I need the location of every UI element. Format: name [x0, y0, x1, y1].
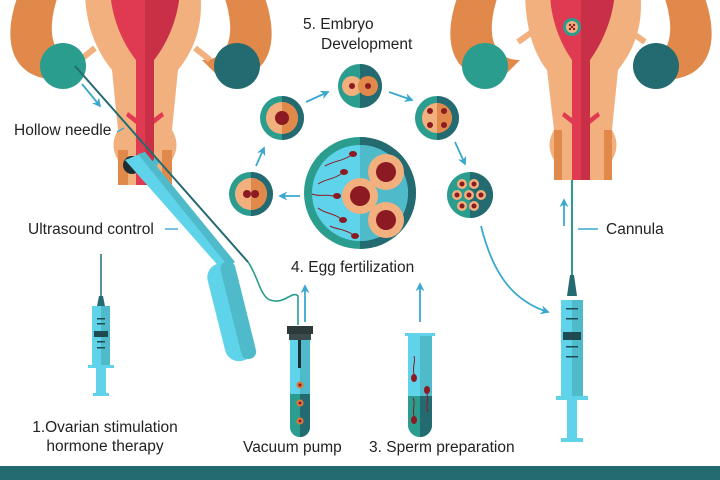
cannula-label: Cannula: [606, 221, 664, 238]
step1-label: 1.Ovarian stimulation hormone therapy: [20, 418, 190, 456]
step4-label: 4. Egg fertilization: [291, 259, 415, 276]
needle-tube: [247, 261, 299, 325]
hollow-needle: [74, 65, 249, 263]
hollow-needle-label: Hollow needle: [14, 122, 112, 139]
embryo-cell-morula: [447, 172, 493, 218]
step3-label: 3. Sperm preparation: [369, 439, 515, 456]
embryo-cell-4cell: [415, 96, 459, 140]
ultrasound-probe-icon: [123, 152, 257, 362]
step5-line2: Development: [321, 36, 413, 53]
uterus-right-icon: [450, 0, 712, 180]
syringe-icon-right: [556, 275, 588, 442]
footer-band: [0, 466, 720, 480]
embryo-cell-2cell: [338, 64, 382, 108]
vacuum-tube-icon: [287, 284, 313, 437]
petri-dish-icon: [304, 137, 416, 249]
hollow-needle-pointer: [116, 127, 125, 133]
needle-direction-arrow: [81, 83, 102, 108]
syringe-icon: [88, 254, 114, 396]
step5-line1: 5. Embryo: [303, 16, 374, 33]
step1-line1: 1.Ovarian stimulation: [32, 419, 178, 436]
step1-line2: hormone therapy: [46, 438, 164, 455]
embryo-cell-zygote: [260, 96, 304, 140]
sperm-tube-icon: [405, 282, 435, 437]
uterus-left-icon: [10, 0, 272, 185]
embryo-cell-2pn: [229, 172, 273, 216]
vacuum-pump-label: Vacuum pump: [243, 439, 342, 456]
cycle-arrows: [255, 90, 550, 315]
ultrasound-control-label: Ultrasound control: [28, 221, 154, 238]
